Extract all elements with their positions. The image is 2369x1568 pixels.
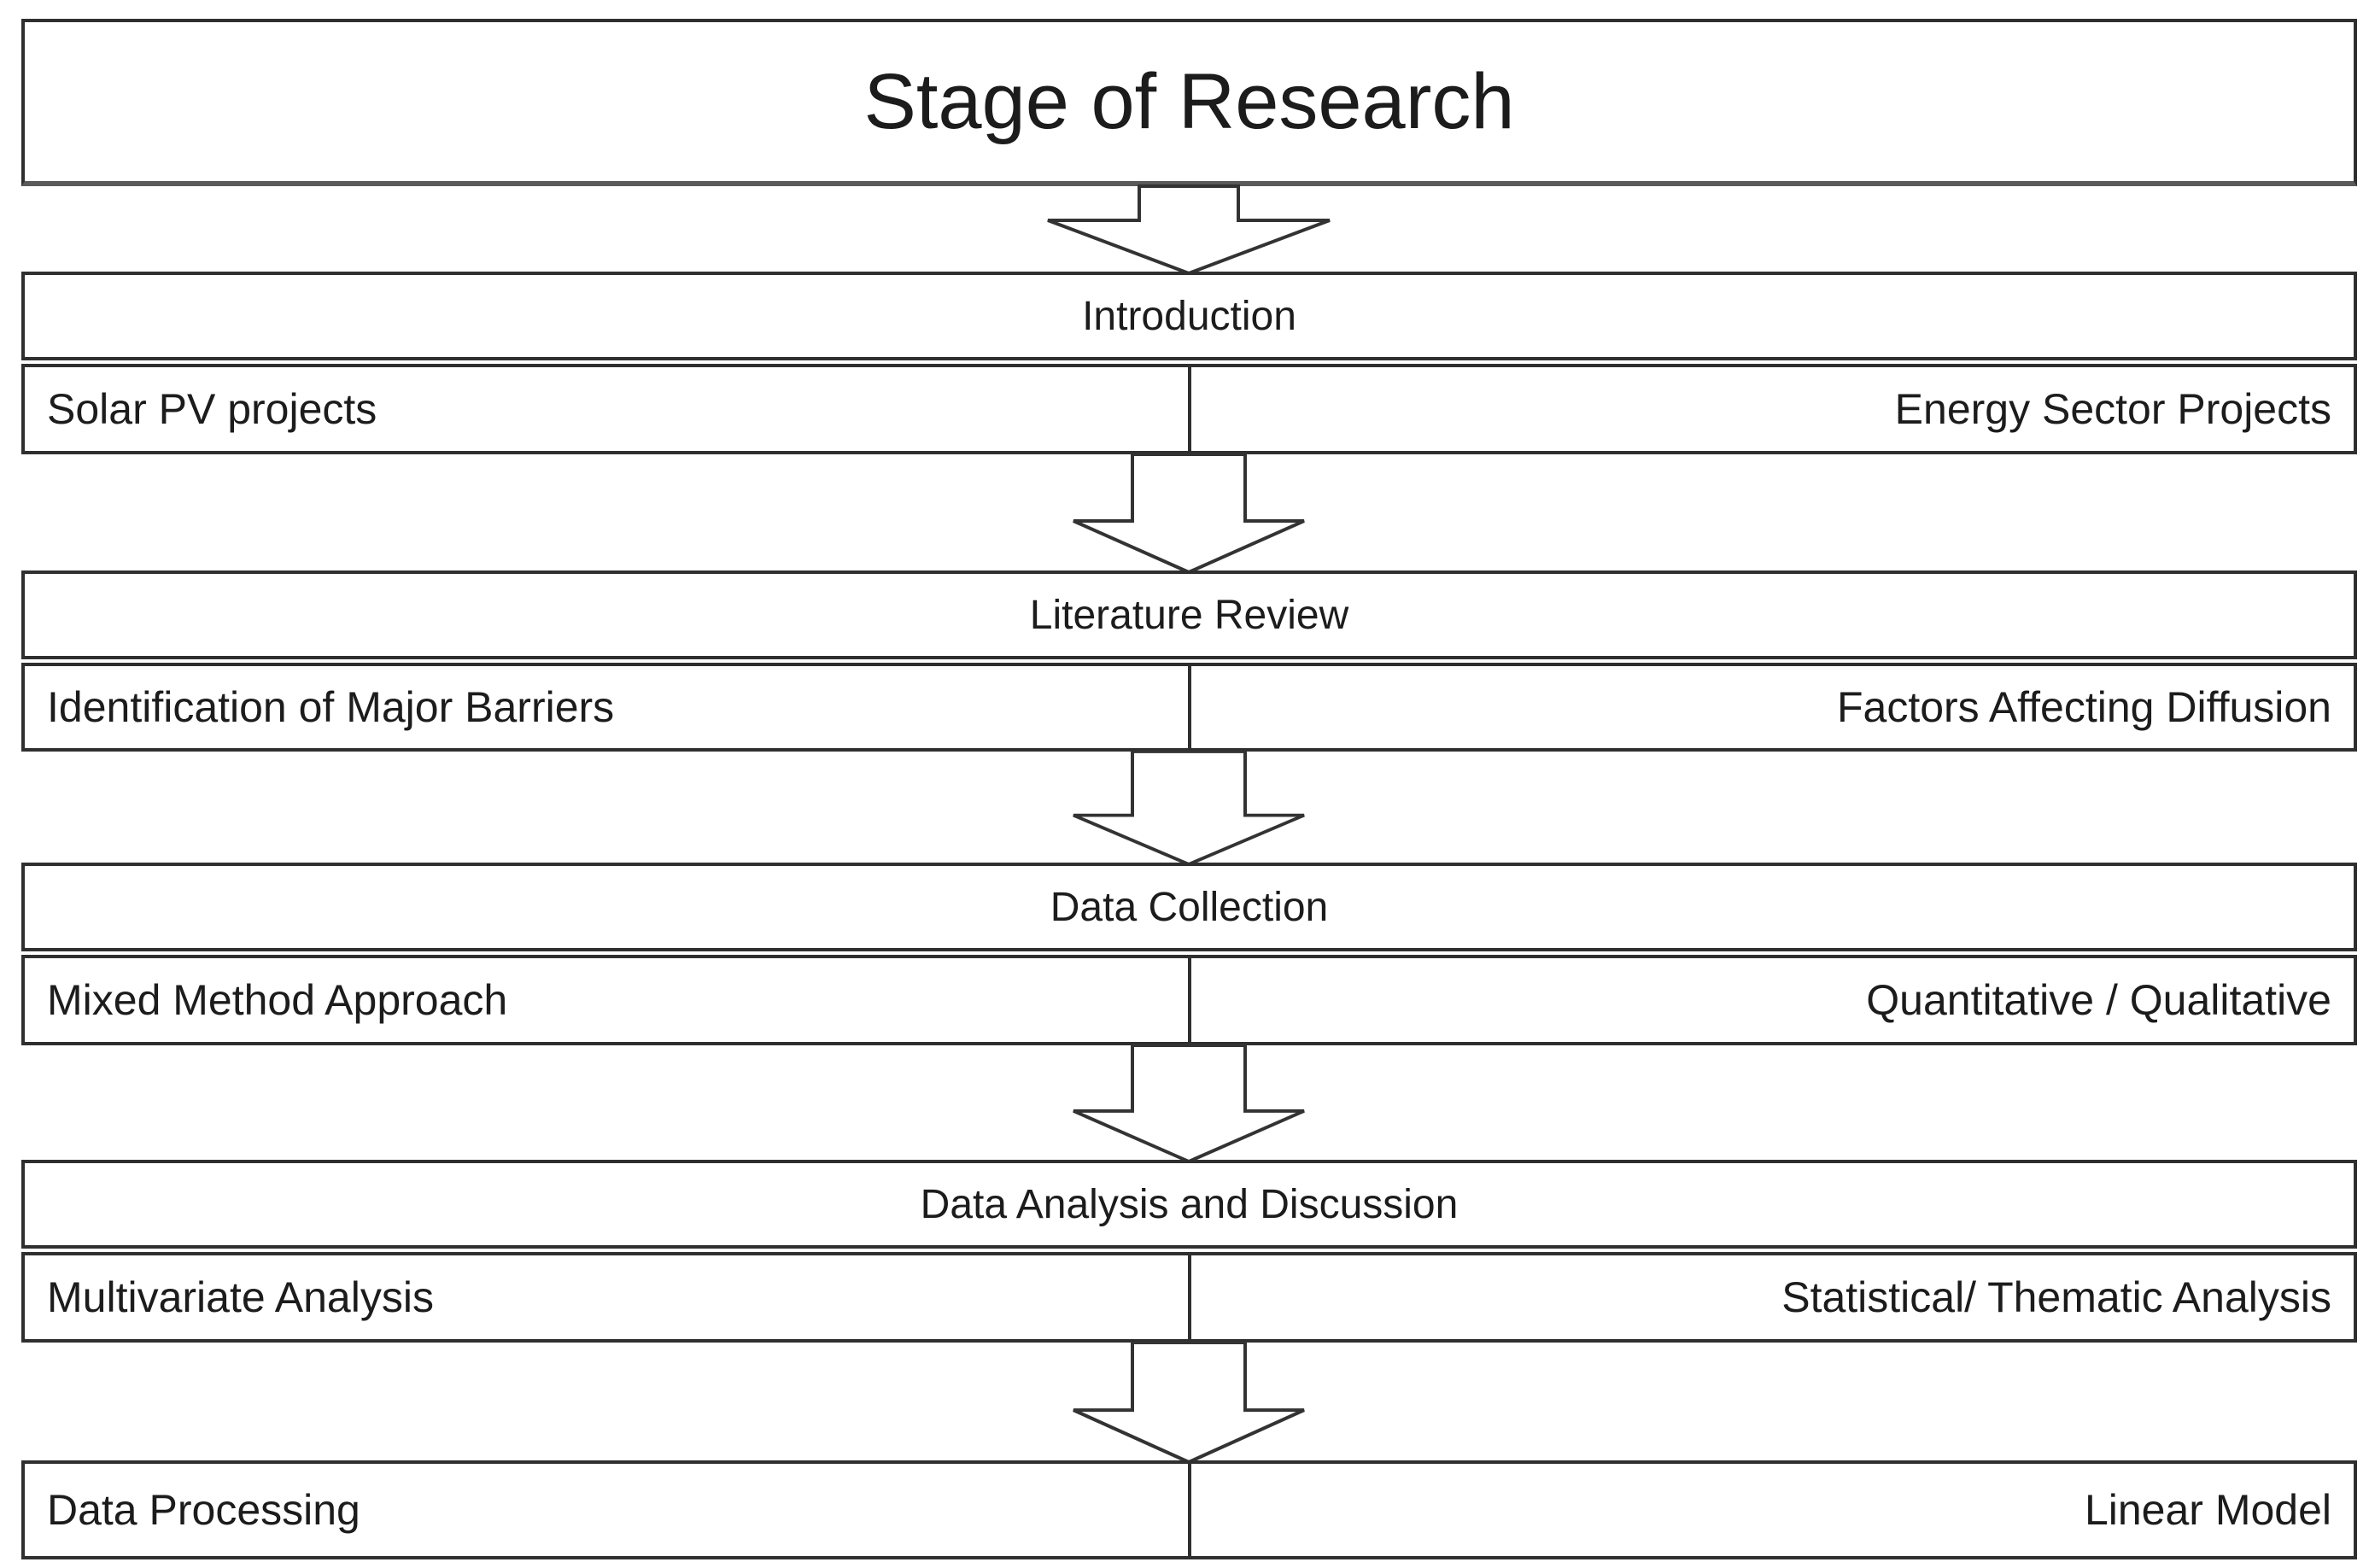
down-arrow-icon (1073, 1044, 1305, 1164)
stage-detail-row: Mixed Method Approach Quantitative / Qua… (21, 955, 2357, 1045)
diagram-title: Stage of Research (863, 57, 1515, 145)
detail-cell-left: Solar PV projects (25, 367, 1190, 451)
stage-detail-row: Multivariate Analysis Statistical/ Thema… (21, 1252, 2357, 1343)
stage-detail-row: Solar PV projects Energy Sector Projects (21, 364, 2357, 454)
down-arrow-icon (1073, 453, 1305, 575)
detail-right-label: Statistical/ Thematic Analysis (1781, 1273, 2331, 1321)
detail-cell-right: Statistical/ Thematic Analysis (1190, 1255, 2354, 1339)
title-box: Stage of Research (21, 19, 2357, 186)
stage-header-label: Introduction (1082, 293, 1296, 339)
detail-right-label: Factors Affecting Diffusion (1836, 683, 2331, 731)
detail-left-label: Solar PV projects (47, 385, 377, 433)
stage-header-introduction: Introduction (21, 272, 2357, 360)
detail-cell-left: Identification of Major Barriers (25, 666, 1190, 748)
detail-cell-right: Energy Sector Projects (1190, 367, 2354, 451)
detail-left-label: Mixed Method Approach (47, 976, 508, 1024)
detail-cell-left: Data Processing (25, 1464, 1190, 1556)
detail-cell-left: Multivariate Analysis (25, 1255, 1190, 1339)
detail-cell-left: Mixed Method Approach (25, 958, 1190, 1042)
center-divider (1187, 958, 1191, 1042)
stage-detail-row: Data Processing Linear Model (21, 1460, 2357, 1559)
stage-header-literature-review: Literature Review (21, 570, 2357, 659)
stage-detail-row: Identification of Major Barriers Factors… (21, 663, 2357, 752)
center-divider (1187, 1464, 1191, 1556)
center-divider (1187, 1255, 1191, 1339)
down-arrow-icon (1073, 750, 1305, 867)
detail-right-label: Energy Sector Projects (1894, 385, 2331, 433)
detail-left-label: Identification of Major Barriers (47, 683, 615, 731)
detail-right-label: Linear Model (2084, 1486, 2331, 1534)
down-arrow-icon (1047, 184, 1331, 276)
detail-right-label: Quantitative / Qualitative (1866, 976, 2331, 1024)
stage-header-data-analysis: Data Analysis and Discussion (21, 1160, 2357, 1249)
stage-header-label: Literature Review (1029, 592, 1349, 638)
stage-header-data-collection: Data Collection (21, 863, 2357, 951)
stage-header-label: Data Analysis and Discussion (920, 1181, 1459, 1227)
down-arrow-icon (1073, 1340, 1305, 1465)
detail-cell-right: Linear Model (1190, 1464, 2354, 1556)
detail-cell-right: Factors Affecting Diffusion (1190, 666, 2354, 748)
detail-left-label: Data Processing (47, 1486, 360, 1534)
stage-header-label: Data Collection (1050, 884, 1329, 930)
center-divider (1187, 367, 1191, 451)
center-divider (1187, 666, 1191, 748)
detail-left-label: Multivariate Analysis (47, 1273, 434, 1321)
detail-cell-right: Quantitative / Qualitative (1190, 958, 2354, 1042)
